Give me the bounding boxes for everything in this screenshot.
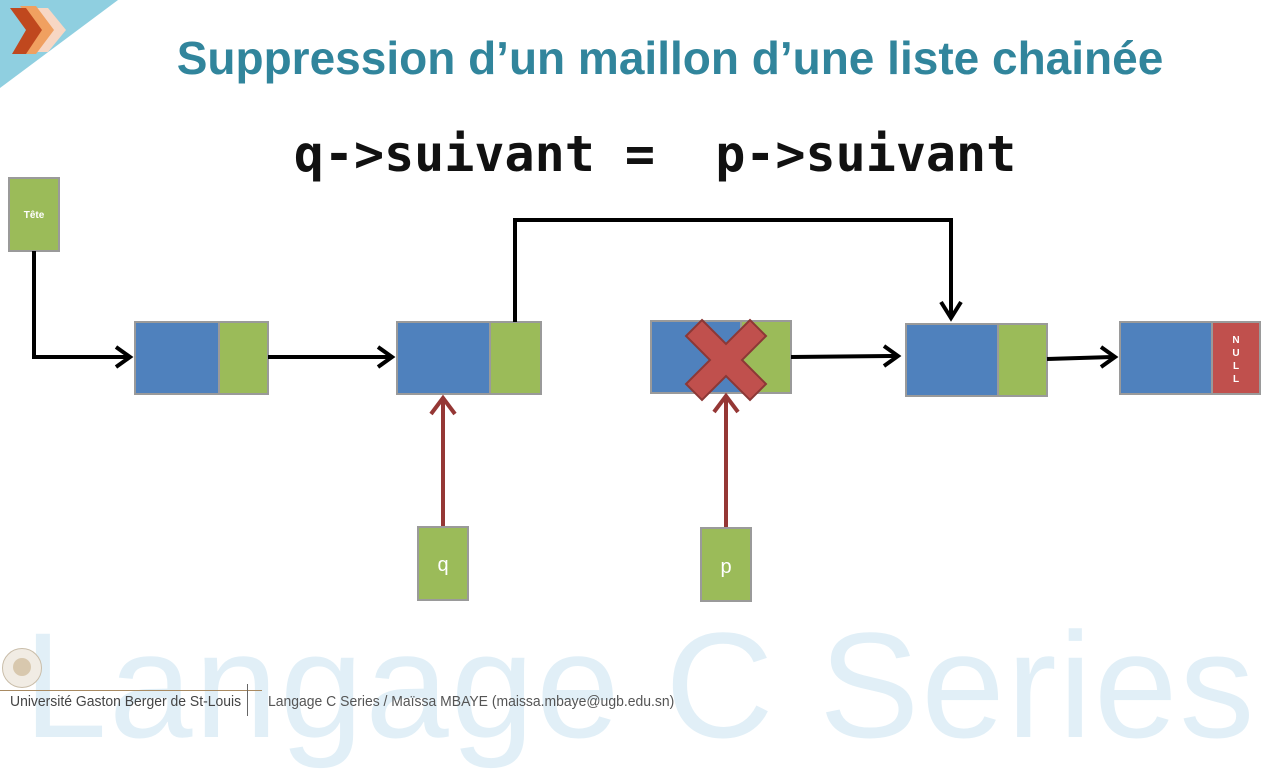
footer-series-credit: Langage C Series / Maïssa MBAYE (maissa.… — [268, 693, 675, 710]
pointer-q-box: q — [417, 526, 469, 601]
node-4 — [905, 323, 1048, 397]
pointer-p-box: p — [700, 527, 752, 602]
code-statement: q->suivant = p->suivant — [293, 125, 1017, 183]
head-label: Tête — [24, 210, 45, 221]
head-arrow — [32, 251, 128, 359]
arrow-node3-node4 — [790, 354, 896, 359]
pointer-q-label: q — [437, 554, 448, 576]
footer-university: Université Gaston Berger de St-Louis — [10, 693, 242, 710]
pointer-p-label: p — [720, 556, 731, 578]
null-letter-l1: L — [1233, 361, 1239, 372]
arrowhead-node5 — [1099, 345, 1119, 369]
delete-cross-icon — [684, 318, 768, 402]
bypass-arrowhead — [939, 300, 963, 322]
node-1 — [134, 321, 269, 395]
footer-separator — [247, 684, 248, 716]
null-letter-n: N — [1232, 335, 1239, 346]
pointer-q-arrowhead — [429, 394, 457, 416]
head-arrowhead — [114, 345, 134, 369]
node-2-q — [396, 321, 542, 395]
head-box: Tête — [8, 177, 60, 252]
null-letter-u: U — [1232, 348, 1239, 359]
linked-list-diagram: Tête — [8, 177, 1261, 602]
corner-logo — [0, 0, 118, 88]
node-5-last: N U L L — [1119, 321, 1261, 395]
arrowhead-node4 — [882, 344, 902, 368]
arrowhead-node2 — [376, 345, 396, 369]
footer-divider-line — [0, 690, 262, 691]
arrow-node4-node5 — [1046, 355, 1113, 361]
null-letter-l2: L — [1233, 374, 1239, 385]
bypass-link — [513, 218, 953, 322]
university-seal-icon — [2, 648, 42, 688]
slide-title: Suppression d’un maillon d’une liste cha… — [176, 32, 1164, 84]
pointer-p-arrowhead — [712, 392, 740, 414]
